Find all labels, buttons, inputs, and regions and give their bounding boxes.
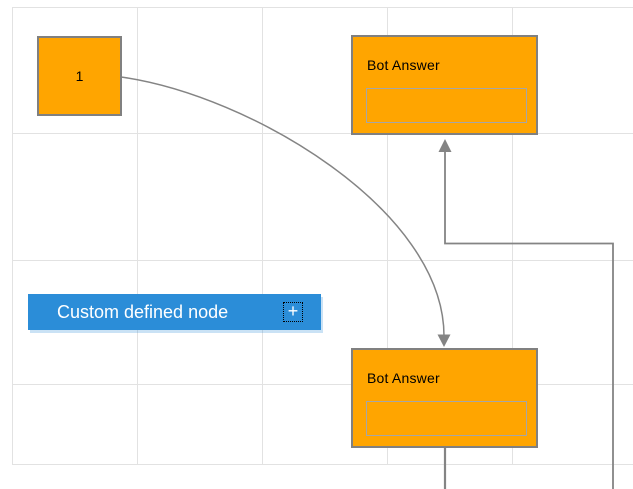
node-bot-answer-bottom[interactable]: Bot Answer (351, 348, 538, 448)
node-1[interactable]: 1 (37, 36, 122, 116)
connector-bot-answer-bottom-to-bot-answer-top-arrowhead-icon (438, 139, 452, 152)
connector-node1-to-bot-answer-bottom-arrowhead-icon (437, 334, 451, 347)
node-custom-defined[interactable]: Custom defined node + (28, 294, 321, 330)
node-1-label: 1 (75, 68, 84, 84)
connector-bot-answer-bottom-to-bot-answer-top[interactable] (444, 152, 614, 489)
add-button[interactable]: + (283, 302, 303, 322)
bot-answer-bottom-title: Bot Answer (367, 370, 440, 386)
custom-node-label: Custom defined node (57, 301, 229, 322)
bot-answer-top-title: Bot Answer (367, 57, 440, 73)
connector-node1-to-bot-answer-bottom[interactable] (120, 76, 445, 337)
bot-answer-top-input-box[interactable] (366, 88, 527, 123)
node-bot-answer-top[interactable]: Bot Answer (351, 35, 538, 135)
plus-icon: + (287, 301, 299, 321)
bot-answer-bottom-input-box[interactable] (366, 401, 527, 436)
